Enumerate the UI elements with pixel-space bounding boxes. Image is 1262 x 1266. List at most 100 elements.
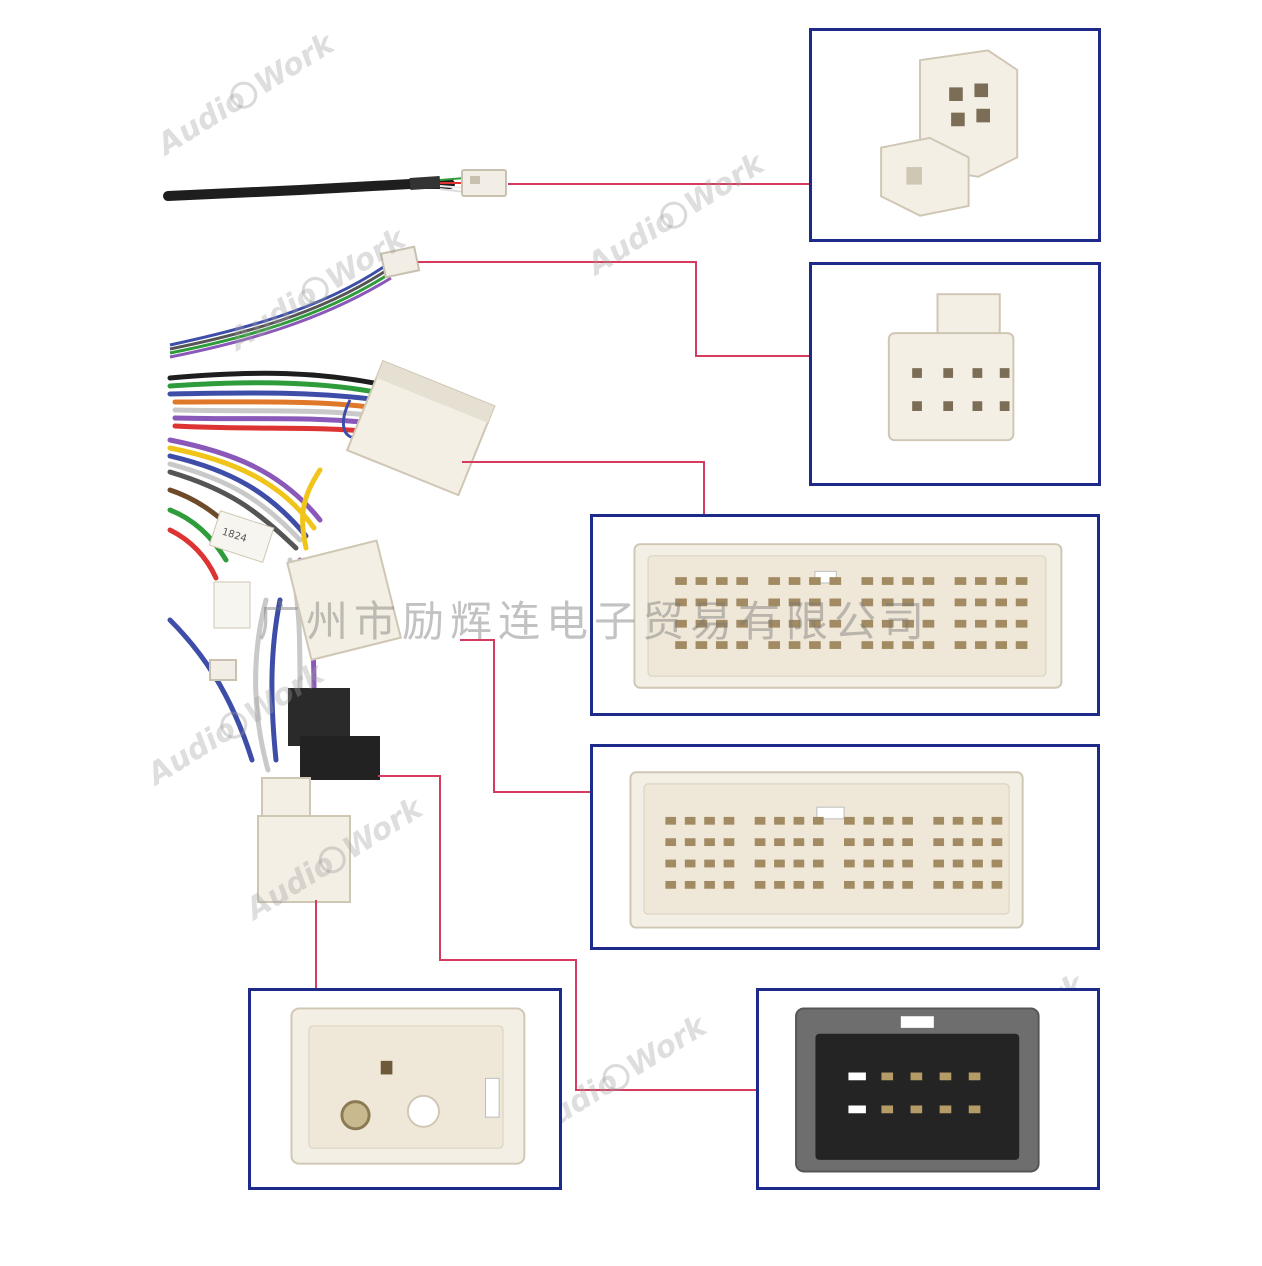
connector-pin — [675, 598, 687, 607]
connector-pin — [723, 816, 735, 825]
connector-pin — [684, 859, 696, 868]
connector-pin — [844, 838, 855, 847]
connector-pin — [829, 619, 842, 628]
connector-pin — [723, 838, 735, 847]
leader-lines — [315, 183, 810, 1091]
connector-panel-3 — [590, 514, 1100, 716]
connector-pin — [975, 577, 987, 585]
connector-pin — [768, 598, 780, 607]
connector-pin — [793, 838, 805, 847]
connector-pin — [736, 598, 748, 607]
connector-pin — [954, 641, 967, 649]
connector-pin — [1015, 619, 1028, 628]
connector-pin — [809, 598, 821, 607]
connector-pin — [991, 816, 1003, 825]
connector-pin — [902, 577, 914, 585]
connector-pin — [715, 619, 728, 628]
connector-pin — [774, 838, 785, 847]
connector-pin — [704, 816, 715, 825]
connector-pin — [952, 880, 964, 889]
connector-pin — [675, 619, 687, 628]
connector-pin — [975, 619, 987, 628]
connector-pin — [788, 641, 801, 649]
connector-panel-4 — [590, 744, 1100, 950]
connector-pin — [695, 598, 708, 607]
connector-pin — [695, 641, 708, 649]
connector-pin — [793, 880, 805, 889]
connector-pin — [704, 838, 715, 847]
connector-pin — [954, 619, 967, 628]
connector-pin — [991, 838, 1003, 847]
connector-pin — [788, 598, 801, 607]
connector-pin — [736, 577, 748, 585]
connector-pin — [922, 641, 935, 649]
connector-pin — [902, 859, 913, 868]
svg-text:Work: Work — [621, 1008, 715, 1085]
svg-text:Work: Work — [337, 790, 431, 867]
connector-pin — [975, 641, 987, 649]
connector-pin — [844, 859, 855, 868]
connector-pin — [812, 838, 824, 847]
connector-pin — [695, 619, 708, 628]
connector-pin — [995, 619, 1008, 628]
connector-pin — [972, 816, 983, 825]
connector-pin — [863, 880, 875, 889]
connector-pin — [972, 880, 983, 889]
connector-pin — [665, 816, 677, 825]
connector-pin — [995, 598, 1008, 607]
connector-pin — [665, 838, 677, 847]
connector-pin — [768, 641, 780, 649]
connector-pin — [975, 598, 987, 607]
connector-pin — [675, 641, 687, 649]
connector-pin — [861, 641, 874, 649]
connector-pin — [922, 619, 935, 628]
connector-pin — [675, 577, 687, 585]
connector-pin — [933, 816, 945, 825]
connector-pin — [881, 619, 894, 628]
connector-pin — [995, 577, 1008, 585]
connector-pin — [684, 880, 696, 889]
connector-pin — [768, 577, 780, 585]
connector-pin — [863, 816, 875, 825]
connector-pin — [793, 816, 805, 825]
connector-pin — [991, 880, 1003, 889]
connector-pin — [881, 577, 894, 585]
connector-panel-2 — [809, 262, 1101, 486]
connector-pin — [715, 577, 728, 585]
connector-pin — [736, 619, 748, 628]
connector-pin — [788, 619, 801, 628]
connector-pin — [991, 859, 1003, 868]
connector-pin — [754, 859, 766, 868]
connector-pin — [863, 838, 875, 847]
connector-pin — [723, 880, 735, 889]
connector-pin — [902, 838, 913, 847]
svg-text:Audio: Audio — [140, 711, 242, 793]
connector-pin — [972, 859, 983, 868]
connector-pin — [723, 859, 735, 868]
connector-pin — [902, 880, 913, 889]
connector-pin — [736, 641, 748, 649]
connector-pin — [882, 859, 894, 868]
connector-pin — [952, 838, 964, 847]
connector-pin — [863, 859, 875, 868]
svg-text:Audio: Audio — [580, 201, 682, 283]
connector-pin — [768, 619, 780, 628]
connector-pin — [861, 598, 874, 607]
connector-pin — [829, 577, 842, 585]
connector-pin — [788, 577, 801, 585]
connector-pin — [704, 859, 715, 868]
connector-pin — [754, 880, 766, 889]
connector-pin — [922, 577, 935, 585]
connector-pin — [809, 577, 821, 585]
connector-pin — [902, 641, 914, 649]
connector-pin — [882, 838, 894, 847]
connector-pin — [902, 598, 914, 607]
connector-pin — [665, 859, 677, 868]
connector-pin — [684, 838, 696, 847]
connector-pin — [665, 880, 677, 889]
connector-pin — [861, 577, 874, 585]
connector-pin — [844, 880, 855, 889]
connector-pin — [881, 598, 894, 607]
connector-pin — [812, 880, 824, 889]
